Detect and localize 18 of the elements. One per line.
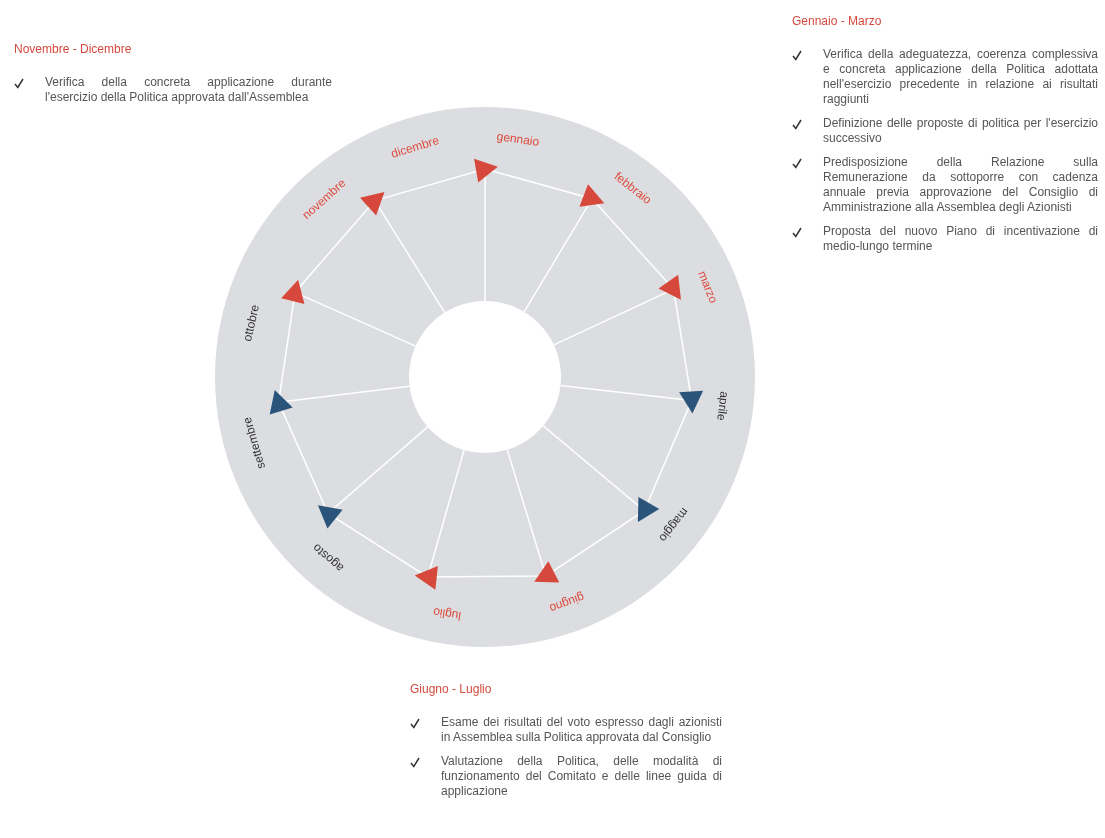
bullet-text: Verifica della adeguatezza, coerenza complessiva e concreta applicazione della Politica adottata nell'esercizio precedente in relazione ai risultati raggiunti [823,47,1098,107]
bullet-text: Valutazione della Politica, delle modalità di funzionamento del Comitato e delle linee guida di applicazione [441,754,722,799]
month-label: aprile [715,390,731,422]
month-label: dicembre [389,134,441,161]
bullet-text: Predisposizione della Relazione sulla Remunerazione da sottoporre con cadenza annuale previa approvazione del Consiglio di Amministrazione alla Assemblea degli Azionisti [823,155,1098,215]
bullet-text: Proposta del nuovo Piano di incentivazione di medio-lungo termine [823,224,1098,254]
period-heading: Novembre - Dicembre [14,41,133,58]
month-label: giugno [548,590,587,615]
period-heading: Gennaio - Marzo [792,13,883,30]
month-label: marzo [695,269,720,305]
bullet-text: Definizione delle proposte di politica per l'esercizio successivo [823,116,1098,146]
period-heading: Giugno - Luglio [410,681,493,698]
bullet-text: Verifica della concreta applicazione durante l'esercizio della Politica approvata dall'Assemblea [45,75,332,105]
month-label: settembre [241,415,268,471]
month-label: ottobre [241,303,262,343]
bullet-text: Esame dei risultati del voto espresso dagli azionisti in Assemblea sulla Politica approvata dal Consiglio [441,715,722,745]
month-label: gennaio [496,130,541,149]
month-label: luglio [432,605,463,623]
